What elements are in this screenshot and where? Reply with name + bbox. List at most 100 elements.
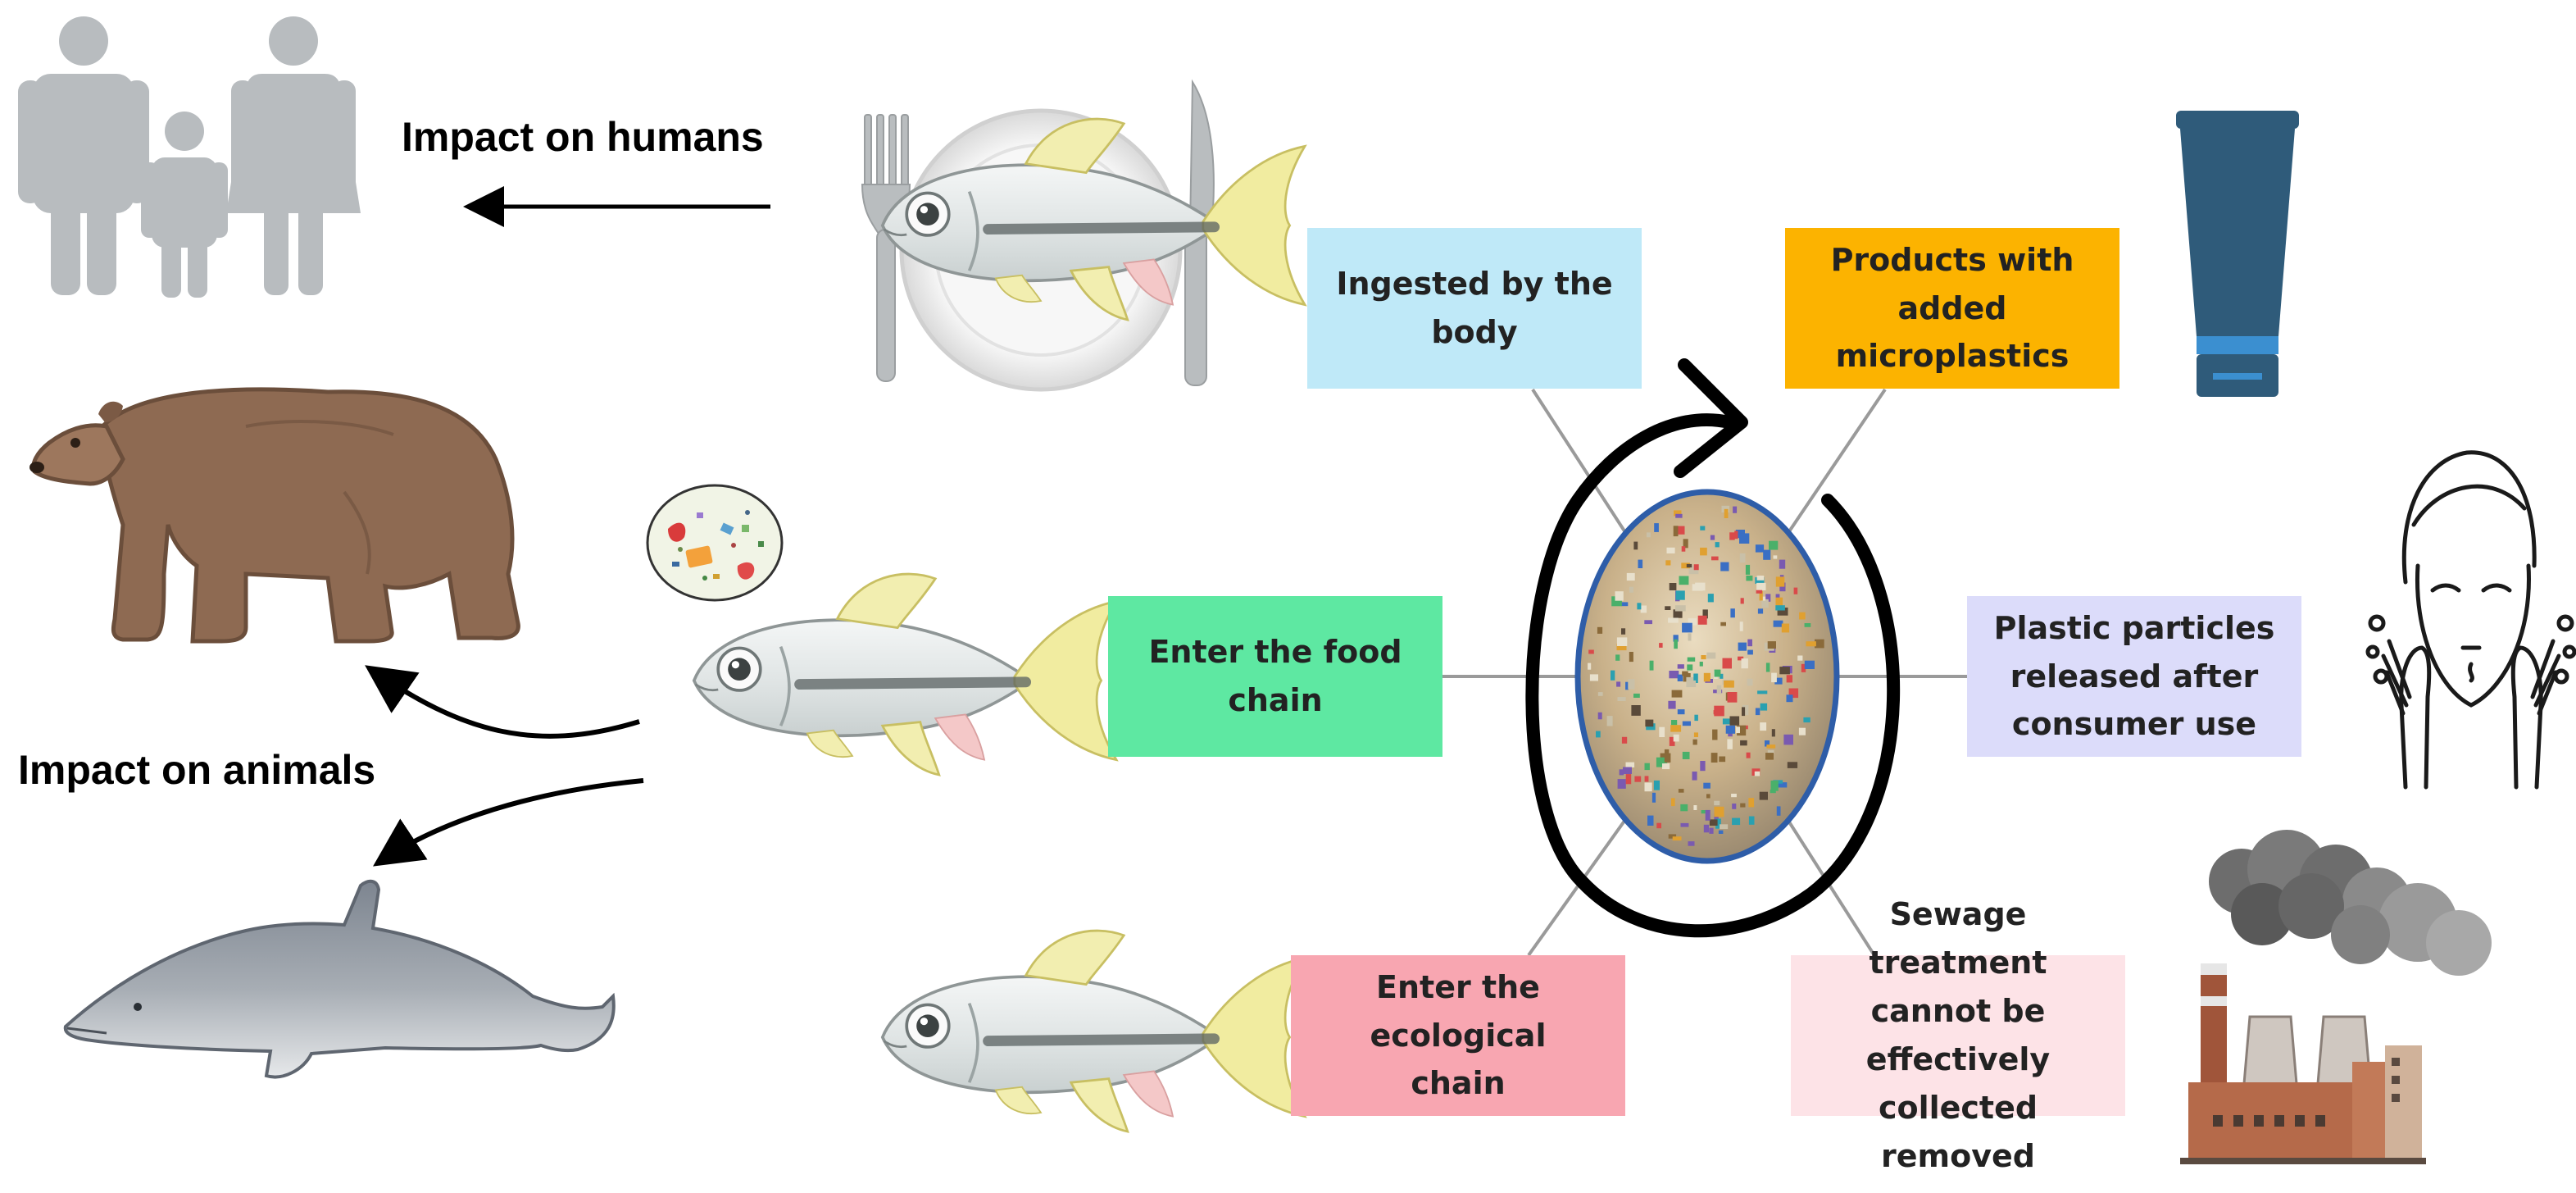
microplastic-particle xyxy=(1728,692,1738,703)
microplastic-particle xyxy=(1700,526,1705,530)
microplastic-particle xyxy=(1626,763,1635,767)
microplastic-particle xyxy=(1588,663,1591,670)
microplastic-particle xyxy=(1715,807,1724,817)
microplastic-particle xyxy=(1719,757,1725,763)
microplastic-particle xyxy=(1797,656,1802,661)
microplastic-particle xyxy=(1598,713,1602,720)
microplastic-particle xyxy=(1647,532,1651,537)
microplastic-particle xyxy=(1700,662,1703,667)
microplastic-particle xyxy=(1679,789,1684,793)
microplastic-particle xyxy=(1715,670,1721,677)
microplastic-particle xyxy=(1703,783,1711,789)
dolphin-icon xyxy=(66,881,614,1077)
microplastic-particle xyxy=(1678,664,1684,668)
microplastic-particle xyxy=(1768,641,1776,649)
microplastic-particle xyxy=(1723,658,1733,669)
microplastic-particle xyxy=(1729,532,1735,540)
microplastic-particle xyxy=(1704,673,1711,682)
microplastic-particle xyxy=(1701,655,1706,659)
microplastic-particle xyxy=(1756,544,1764,552)
microplastic-particle xyxy=(1662,763,1670,769)
microplastic-particle xyxy=(1621,602,1628,606)
microplastic-particle xyxy=(1674,526,1679,536)
microplastic-particle xyxy=(1715,542,1720,547)
microplastic-particle xyxy=(1803,717,1810,722)
microplastic-particle xyxy=(1645,782,1652,791)
microplastic-particle xyxy=(1710,819,1718,826)
microplastic-particle xyxy=(1628,679,1634,690)
face-washing-icon xyxy=(2368,453,2574,787)
impact-on-animals-label: Impact on animals xyxy=(18,746,375,794)
microplastic-particle xyxy=(1734,530,1738,539)
microplastic-particle xyxy=(1694,564,1699,570)
microplastic-particle xyxy=(1758,608,1763,613)
microplastic-particle xyxy=(1747,679,1753,686)
microplastic-particle xyxy=(1698,616,1707,625)
microplastic-particle xyxy=(1720,562,1729,571)
microplastic-particle xyxy=(1694,715,1698,721)
microplastic-particle xyxy=(1805,623,1811,627)
microplastic-particle xyxy=(1626,774,1632,784)
microplastic-particle xyxy=(1714,801,1720,805)
microplastic-particle xyxy=(1740,553,1746,562)
microplastic-particle xyxy=(1598,692,1603,696)
impact-on-humans-label: Impact on humans xyxy=(402,113,764,161)
ingested-by-body-box: Ingested by the body xyxy=(1307,228,1642,389)
microplastic-particle xyxy=(1678,709,1685,714)
microplastic-particle xyxy=(1700,761,1705,771)
microplastic-particle xyxy=(1596,731,1601,738)
microplastic-particle xyxy=(1760,722,1766,731)
microplastic-particle xyxy=(1621,628,1625,635)
microplastic-particle xyxy=(1687,664,1692,670)
microplastic-particle xyxy=(1631,705,1640,716)
microplastic-particle xyxy=(1665,560,1670,565)
microplastic-particle xyxy=(1670,725,1681,731)
microplastic-particle xyxy=(1805,661,1815,669)
bear-icon xyxy=(30,389,518,641)
microplastic-particle xyxy=(1787,694,1793,702)
microplastic-particle xyxy=(1757,576,1765,581)
microplastic-particle xyxy=(1622,737,1627,744)
microplastic-particle xyxy=(1615,591,1624,601)
microplastic-particle xyxy=(1776,598,1783,607)
microplastic-particle xyxy=(1738,643,1747,651)
microplastic-particle xyxy=(1620,769,1624,775)
microplastic-particle xyxy=(1627,573,1635,581)
microplastic-particle xyxy=(1711,557,1719,561)
microplastic-particle xyxy=(1766,744,1775,749)
microplastic-particle xyxy=(1676,590,1685,599)
microplastic-particle xyxy=(1673,836,1682,840)
microplastic-particle xyxy=(1675,605,1686,611)
microplastic-particle xyxy=(1683,722,1691,726)
microplastic-particle xyxy=(1706,810,1711,821)
microplastic-particle xyxy=(1732,804,1736,809)
microplastic-particle xyxy=(1765,753,1774,760)
microplastic-particle xyxy=(1755,772,1760,776)
man-icon xyxy=(18,16,149,295)
microplastic-particle xyxy=(1770,790,1776,793)
microplastic-particle xyxy=(1588,650,1594,654)
microplastic-particle xyxy=(1679,576,1689,585)
enter-ecological-chain-label: Enter the ecological chain xyxy=(1309,963,1607,1109)
microplastic-particle xyxy=(1774,621,1783,627)
microplastic-particle xyxy=(1756,583,1765,590)
microplastic-particle xyxy=(1687,564,1692,567)
microplastic-particle xyxy=(1637,603,1641,609)
microplastic-particle xyxy=(1717,685,1722,694)
cosmetic-tube-icon xyxy=(2176,111,2299,397)
microplastic-particle xyxy=(1788,762,1797,768)
arrow-to-dolphin xyxy=(381,781,643,861)
microplastic-particle xyxy=(1741,598,1744,603)
enter-food-chain-box: Enter the food chain xyxy=(1108,596,1442,757)
microplastic-particle xyxy=(1774,555,1778,558)
microplastic-particle xyxy=(1708,594,1714,602)
microplastic-particle xyxy=(1700,548,1707,556)
microplastic-particle xyxy=(1714,710,1724,714)
microplastic-particle xyxy=(1654,781,1660,790)
microplastic-particle xyxy=(1656,823,1661,829)
microplastic-particle xyxy=(1763,550,1770,560)
microplastic-particle xyxy=(1747,650,1753,655)
microplastic-particle xyxy=(1694,732,1698,737)
microplastic-particle xyxy=(1783,735,1793,745)
microplastic-particle xyxy=(1634,776,1641,782)
